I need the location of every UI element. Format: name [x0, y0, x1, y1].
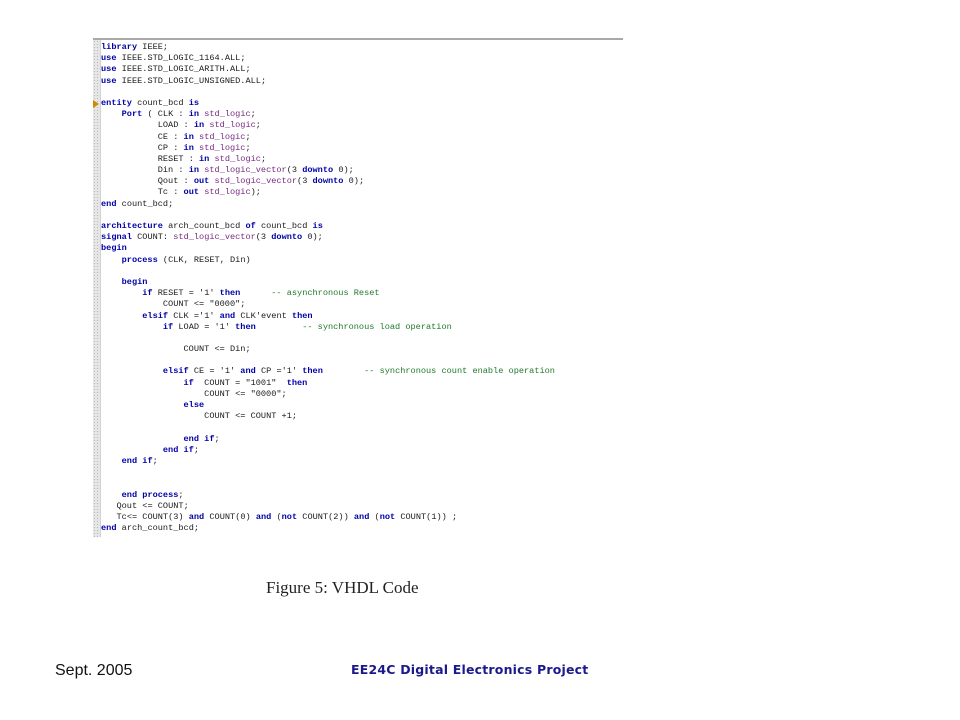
code-line — [101, 210, 623, 221]
footer-date: Sept. 2005 — [55, 662, 133, 679]
code-line: if COUNT = "1001" then — [183, 377, 308, 388]
code-line: elsif CE = '1' and CP ='1' then -- synch… — [162, 366, 555, 377]
code-line: COUNT <= COUNT +1; — [204, 411, 298, 422]
code-line: Din : in std_logic_vector(3 downto 0); — [157, 165, 354, 176]
code-line: library IEEE; — [101, 42, 169, 52]
editor-gutter — [93, 40, 101, 537]
code-line — [101, 422, 623, 433]
code-line — [101, 467, 623, 478]
code-line: Tc<= COUNT(3) and COUNT(0) and (not COUN… — [116, 511, 458, 522]
code-line: begin — [101, 243, 127, 254]
code-line: use IEEE.STD_LOGIC_UNSIGNED.ALL; — [101, 75, 267, 86]
code-line: COUNT <= "0000"; — [162, 299, 246, 310]
code-line: CE : in std_logic; — [157, 131, 251, 142]
code-line: architecture arch_count_bcd of count_bcd… — [101, 221, 323, 231]
footer-title: EE24C Digital Electronics Project — [351, 662, 589, 677]
code-line: COUNT <= Din; — [183, 344, 251, 355]
code-line: CP : in std_logic; — [157, 142, 251, 153]
code-line — [101, 87, 623, 98]
vhdl-code-screenshot: library IEEE;use IEEE.STD_LOGIC_1164.ALL… — [93, 38, 623, 537]
code-line: process (CLK, RESET, Din) — [121, 254, 251, 265]
code-listing: library IEEE;use IEEE.STD_LOGIC_1164.ALL… — [101, 42, 623, 534]
code-line: Qout : out std_logic_vector(3 downto 0); — [157, 176, 365, 187]
code-line: entity count_bcd is — [101, 97, 200, 108]
code-line: use IEEE.STD_LOGIC_1164.ALL; — [101, 53, 246, 64]
code-line: end if; — [121, 455, 158, 466]
code-line: end if; — [183, 433, 220, 444]
code-line: if LOAD = '1' then -- synchronous load o… — [162, 321, 452, 332]
code-line: if RESET = '1' then -- asynchronous Rese… — [142, 288, 380, 299]
breakpoint-arrow-icon — [93, 100, 99, 108]
code-line: elsif CLK ='1' and CLK'event then — [142, 310, 313, 321]
code-line: use IEEE.STD_LOGIC_ARITH.ALL; — [101, 64, 251, 75]
code-line: Tc : out std_logic); — [157, 187, 261, 198]
code-line: Qout <= COUNT; — [116, 500, 189, 511]
code-line — [101, 266, 623, 277]
code-line — [101, 333, 623, 344]
code-line: signal COUNT: std_logic_vector(3 downto … — [101, 232, 323, 243]
figure-caption: Figure 5: VHDL Code — [266, 578, 419, 597]
code-line: LOAD : in std_logic; — [157, 120, 261, 131]
code-line — [101, 478, 623, 489]
code-line: begin — [121, 276, 148, 287]
code-line: else — [183, 400, 205, 410]
code-line: end count_bcd; — [101, 198, 174, 209]
code-line: end if; — [162, 444, 200, 455]
code-line: end arch_count_bcd; — [101, 523, 200, 534]
code-line — [101, 355, 623, 366]
code-line: RESET : in std_logic; — [157, 153, 267, 164]
code-line: end process; — [121, 489, 184, 500]
code-line: Port ( CLK : in std_logic; — [121, 109, 256, 120]
code-line: COUNT <= "0000"; — [204, 388, 287, 399]
